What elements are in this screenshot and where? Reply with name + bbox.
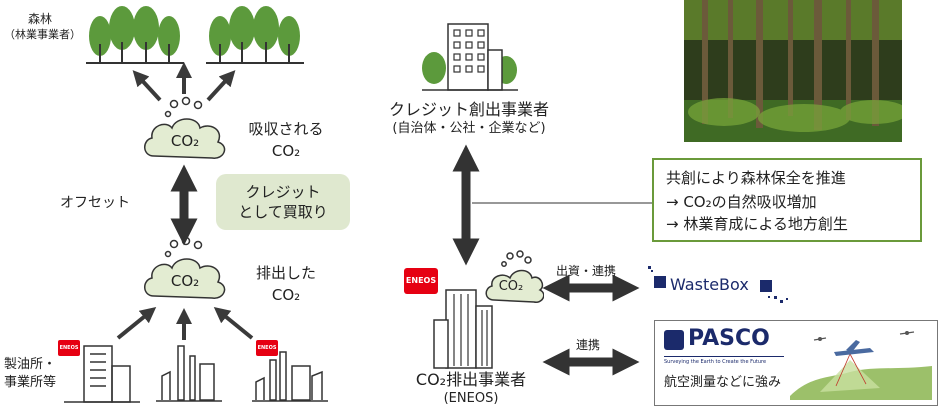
- arrow-factory-right: [213, 306, 254, 340]
- wastebox-logo-text: WasteBox: [670, 275, 749, 294]
- cocreation-item1: → CO₂の自然吸収増加: [666, 193, 817, 211]
- forest-left-icon: [86, 6, 184, 64]
- arrow-factory-left: [116, 306, 157, 340]
- pasco-divider: [664, 356, 784, 357]
- cocreation-title: 共創により森林保全を推進: [666, 169, 846, 187]
- partnership-label: 連携: [576, 338, 601, 352]
- forest-photo: [684, 0, 902, 142]
- emitter-cloud-label: CO₂: [498, 279, 524, 294]
- co2-emitter-line2: (ENEOS): [443, 391, 499, 406]
- pasco-tagline: Surveying the Earth to Create the Future: [664, 359, 767, 365]
- absorbed-line2: CO₂: [271, 142, 301, 160]
- credit-creator-line1: クレジット創出事業者: [388, 100, 549, 119]
- refinery-label: 製油所・ 事業所等: [4, 356, 56, 392]
- eneos-logo: ENEOS: [404, 268, 438, 294]
- refinery-line2: 事業所等: [4, 375, 57, 390]
- pasco-logo-text: PASCO: [688, 326, 770, 351]
- aerial-survey-illustration: [790, 331, 932, 400]
- credit-purchase-pill: クレジット として買取り: [216, 174, 350, 230]
- emitted-line2: CO₂: [271, 286, 301, 304]
- pasco-caption: 航空測量などに強み: [664, 375, 782, 390]
- eneos-logo-text: ENEOS: [405, 276, 437, 285]
- credit-creator-line2: (自治体・公社・企業など): [392, 121, 546, 136]
- credit-purchase-line2: として買取り: [238, 203, 328, 221]
- eneos-logo-small-right: ENEOS: [256, 340, 278, 356]
- cocreation-box: 共創により森林保全を推進 → CO₂の自然吸収増加 → 林業育成による地方創生: [652, 158, 922, 242]
- co2-emitter-building-icon: [433, 250, 544, 369]
- absorbed-co2-label: 吸収される CO₂: [238, 118, 334, 162]
- forest-right-icon: [206, 6, 304, 64]
- cocreation-item2: → 林業育成による地方創生: [666, 215, 848, 233]
- office-building-icon: [64, 345, 140, 403]
- wastebox-logo-mark: [648, 266, 788, 303]
- factory-icon-right: [252, 351, 328, 402]
- co2-emitter-label: CO₂排出事業者 (ENEOS): [386, 370, 556, 408]
- offset-label: オフセット: [60, 195, 130, 211]
- pasco-logo-mark: [664, 330, 684, 350]
- arrow-to-forest-left: [132, 70, 162, 102]
- cloud-bottom-label: CO₂: [170, 272, 200, 290]
- absorbed-line1: 吸収される: [248, 120, 324, 138]
- forest-label: 森林 （林業事業者）: [4, 12, 81, 42]
- refinery-line1: 製油所・: [4, 357, 57, 372]
- credit-creator-label: クレジット創出事業者 (自治体・公社・企業など): [364, 100, 574, 138]
- arrow-to-forest-right: [206, 70, 236, 102]
- credit-purchase-line1: クレジット: [245, 183, 321, 201]
- eneos-logo-small-left: ENEOS: [58, 340, 80, 356]
- absorbed-co2-cloud-icon: [144, 96, 226, 159]
- eneos-logo-small-left-text: ENEOS: [59, 345, 79, 351]
- cloud-top-label: CO₂: [170, 132, 200, 150]
- co2-emitter-line1: CO₂排出事業者: [415, 370, 527, 389]
- factory-icon-mid: [156, 345, 222, 402]
- forest-sublabel: （林業事業者）: [4, 28, 81, 41]
- eneos-logo-small-right-text: ENEOS: [257, 345, 277, 351]
- emitted-line1: 排出した: [255, 264, 316, 282]
- credit-creator-building-icon: [422, 23, 518, 91]
- emitted-co2-cloud-icon: [144, 236, 226, 299]
- investment-label: 出資・連携: [556, 264, 617, 278]
- emitted-co2-label: 排出した CO₂: [238, 262, 334, 306]
- forest-title: 森林: [28, 12, 53, 26]
